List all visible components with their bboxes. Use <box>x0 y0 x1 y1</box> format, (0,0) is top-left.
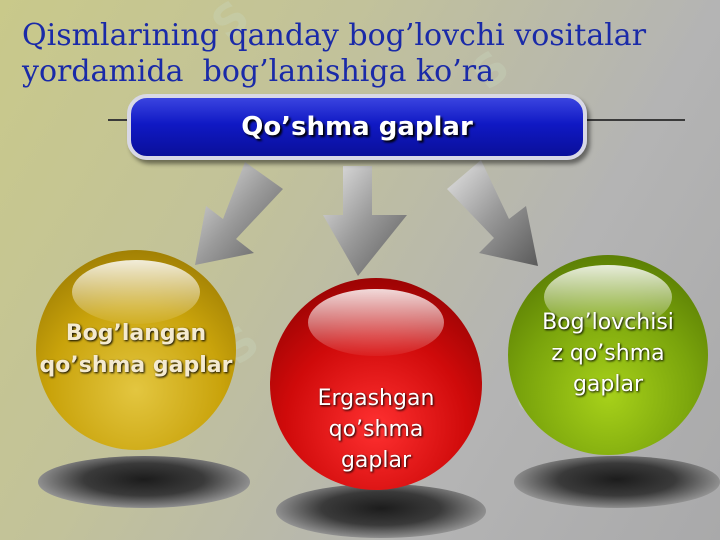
node-right-line-2: z qo’shma <box>551 340 665 366</box>
node-center-line-1: Ergashgan <box>317 385 435 411</box>
node-right-label: Bog’lovchisi z qo’shma gaplar <box>542 307 674 400</box>
central-concept-label: Qo’shma gaplar <box>241 112 473 142</box>
node-right-line-1: Bog’lovchisi <box>542 309 674 335</box>
connector-line-right <box>585 119 685 121</box>
node-base-left <box>38 456 250 508</box>
arrow-left <box>195 162 283 265</box>
node-center-line-2: qo’shma <box>328 416 424 442</box>
slide-title: Qismlarining qanday bog’lovchi vositalar… <box>22 18 702 90</box>
node-left-label: Bog’langan qo’shma gaplar <box>40 318 233 382</box>
node-center-line-3: gaplar <box>340 447 412 473</box>
node-left-line-2: qo’shma gaplar <box>39 353 233 378</box>
arrow-center <box>323 166 407 276</box>
node-left-line-1: Bog’langan <box>65 321 207 346</box>
node-center-label: Ergashgan qo’shma gaplar <box>318 383 435 476</box>
node-right: Bog’lovchisi z qo’shma gaplar <box>508 255 708 455</box>
node-center: Ergashgan qo’shma gaplar <box>270 278 482 490</box>
node-base-center <box>276 484 486 538</box>
arrow-right <box>447 160 538 266</box>
central-concept-box: Qo’shma gaplar <box>127 94 587 160</box>
node-base-right <box>514 456 720 508</box>
node-right-line-3: gaplar <box>572 371 644 397</box>
node-left: Bog’langan qo’shma gaplar <box>36 250 236 450</box>
connector-line-left <box>108 119 136 121</box>
title-line-2: yordamida bog’lanishiga ko’ra <box>22 54 494 89</box>
title-line-1: Qismlarining qanday bog’lovchi vositalar <box>22 18 647 53</box>
